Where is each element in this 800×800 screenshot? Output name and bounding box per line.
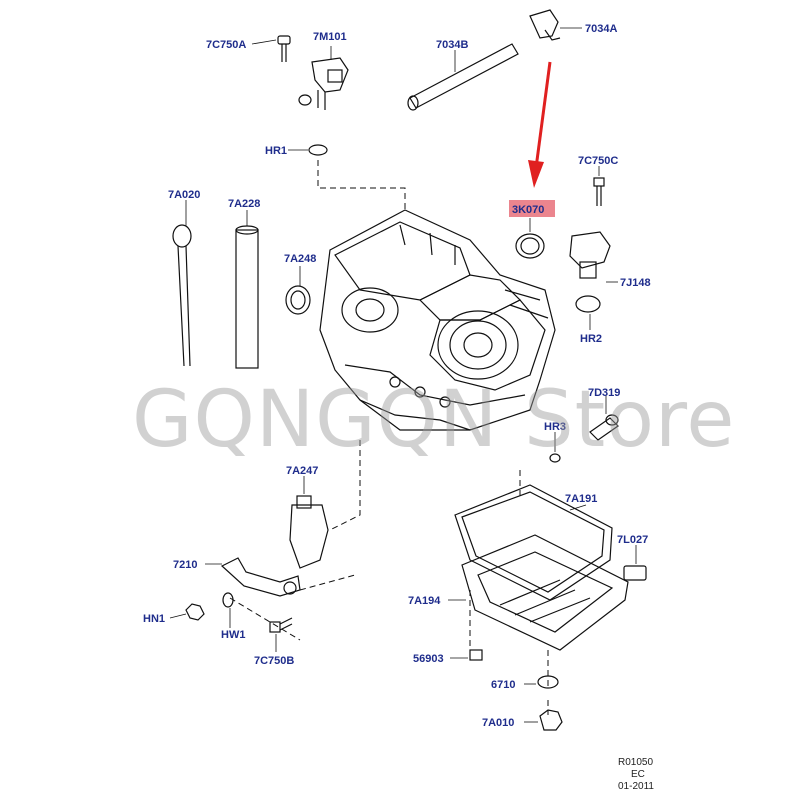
callout-7L027: 7L027 (617, 534, 648, 546)
watermark-text: GQNGQN Store (132, 375, 735, 465)
gasket-7A191 (454, 484, 613, 601)
callout-HR1: HR1 (265, 145, 287, 157)
highlight-arrow (528, 61, 552, 188)
tube-7A228 (235, 210, 259, 369)
seal-HR2 (575, 295, 601, 330)
callout-7M101: 7M101 (313, 31, 347, 43)
bolt-7C750C (593, 166, 605, 206)
valve-7D319 (589, 396, 619, 441)
switch-7A247 (289, 476, 329, 569)
bolt-56903 (450, 649, 483, 661)
callout-HW1: HW1 (221, 629, 245, 641)
washer-6710 (524, 675, 559, 689)
lever-7210 (205, 557, 301, 597)
seal-HR3 (549, 432, 561, 463)
callout-7J148: 7J148 (620, 277, 651, 289)
callout-7A010: 7A010 (482, 717, 514, 729)
reference-region: EC (631, 769, 645, 780)
callout-7C750C: 7C750C (578, 155, 618, 167)
sensor-7J148 (569, 231, 618, 283)
callout-7D319: 7D319 (588, 387, 620, 399)
callout-7A248: 7A248 (284, 253, 316, 265)
assembly-leader-lines (229, 160, 549, 715)
callout-HR3: HR3 (544, 421, 566, 433)
callout-HR2: HR2 (580, 333, 602, 345)
transmission-housing (319, 209, 556, 431)
callout-HN1: HN1 (143, 613, 165, 625)
bolt-7C750A (251, 35, 291, 62)
pan-7A194 (448, 534, 629, 651)
callout-3K070: 3K070 (512, 204, 544, 216)
washer-HW1 (222, 592, 234, 628)
reference-date: 01-2011 (618, 781, 654, 792)
callout-6710: 6710 (491, 679, 515, 691)
callout-7C750A: 7C750A (206, 39, 246, 51)
callout-7210: 7210 (173, 559, 197, 571)
callout-7A228: 7A228 (228, 198, 260, 210)
highlight-box-3K070 (509, 200, 555, 217)
callout-7034B: 7034B (436, 39, 468, 51)
filter-7L027 (623, 545, 647, 581)
callout-labels: 7C750A 7M101 7034B 7034A HR1 7C750C 7A02… (143, 23, 651, 729)
fitting-7034A (529, 9, 582, 41)
callout-7A020: 7A020 (168, 189, 200, 201)
callout-7034A: 7034A (585, 23, 617, 35)
callout-7A191: 7A191 (565, 493, 597, 505)
seal-3K070 (515, 218, 545, 259)
callout-7A194: 7A194 (408, 595, 441, 607)
dipstick-7A020 (172, 200, 192, 367)
shaft-7034B (407, 43, 519, 111)
sensor-7M101 (298, 46, 349, 110)
callout-7A247: 7A247 (286, 465, 318, 477)
nut-HN1 (169, 603, 205, 621)
bolt-7C750B (269, 617, 293, 652)
seal-HR1 (288, 144, 328, 156)
seal-7A248 (285, 266, 311, 315)
callout-56903: 56903 (413, 653, 444, 665)
reference-block: R01050 EC 01-2011 (618, 757, 654, 792)
callout-7C750B: 7C750B (254, 655, 294, 667)
plug-7A010 (524, 709, 563, 731)
reference-code: R01050 (618, 757, 653, 768)
